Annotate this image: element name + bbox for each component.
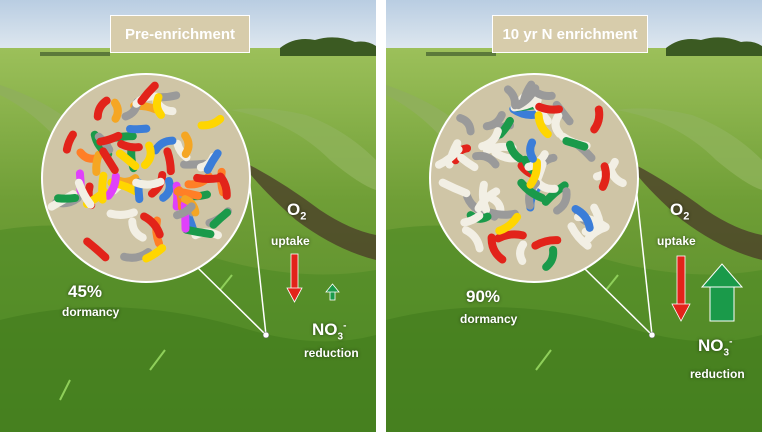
microbe-cell [487, 233, 507, 264]
microbe-cell [461, 226, 484, 253]
microbe-cell [163, 147, 175, 176]
microbe-cell [140, 141, 155, 170]
o2-label: O2 [670, 200, 690, 223]
o2-uptake-arrow [671, 255, 691, 322]
microbe-community-active [47, 81, 232, 263]
no3-reduction-label: reduction [304, 346, 359, 360]
microbe-cell [590, 105, 604, 134]
microbe-cell [534, 111, 552, 139]
no3-label: NO3- [312, 320, 347, 343]
microbe-cell [173, 202, 196, 220]
microbe-cell [110, 98, 122, 123]
microbe-cell [117, 140, 143, 152]
microbe-cell [541, 181, 569, 206]
no3-reduction-arrow [325, 283, 340, 301]
microbe-cell [137, 81, 159, 106]
microbe-cell [216, 172, 231, 200]
microbe-cell [54, 193, 80, 203]
microbe-cell [180, 200, 190, 233]
microbe-cell [173, 187, 203, 200]
microbe-cell [159, 176, 174, 202]
microbe-cell [181, 131, 193, 158]
panel-title: Pre-enrichment [110, 15, 250, 53]
o2-uptake-label: uptake [271, 234, 310, 248]
no3-reduction-label: reduction [690, 367, 745, 381]
microbe-cell [551, 111, 564, 138]
microbe-cell [531, 236, 562, 250]
microbe-cell [128, 217, 147, 242]
microbe-cell [526, 82, 556, 100]
microbe-cell [571, 204, 594, 232]
callout-line-upper [247, 167, 267, 336]
microbe-cell [517, 178, 546, 202]
microbe-cell [83, 237, 110, 262]
microbe-cell [98, 171, 108, 204]
sampling-point [262, 331, 270, 339]
microbe-cell [457, 153, 479, 172]
microbe-cell [598, 162, 610, 191]
callout-line-lower [197, 267, 267, 336]
microbe-cell [526, 138, 537, 163]
dormancy-label: dormancy [62, 305, 120, 319]
microbe-cell [606, 163, 627, 188]
microbe-cell [494, 230, 527, 243]
microbe-cell [438, 178, 471, 198]
microbe-cell [209, 208, 232, 229]
microbe-community-dormant [434, 80, 627, 271]
microbe-cell [182, 225, 215, 239]
microbe-cell [193, 173, 222, 183]
microbe-cell [99, 147, 119, 174]
microbe-cell [460, 211, 484, 227]
o2-label: O2 [287, 200, 307, 223]
microbe-cell [567, 222, 592, 250]
no3-reduction-arrow [700, 263, 744, 322]
dormancy-label: dormancy [460, 312, 518, 326]
microbe-cell [92, 150, 103, 176]
panel-10yr-enrichment: 10 yr N enrichment 90% dormancy O2 uptak… [386, 0, 762, 432]
o2-uptake-label: uptake [657, 234, 696, 248]
microbe-cell [474, 187, 501, 213]
microbe-cell [482, 110, 506, 131]
microbe-cell [140, 212, 164, 239]
marsh-photo-background [386, 0, 762, 432]
microbe-cell [106, 208, 138, 219]
microbe-cell [126, 124, 151, 134]
callout-line-lower [583, 267, 653, 336]
microbe-cell [542, 245, 558, 271]
microbe-cell [96, 131, 123, 146]
microbe-cell [478, 127, 502, 151]
panel-title: 10 yr N enrichment [492, 15, 648, 53]
microbe-cell [472, 151, 500, 169]
dormancy-value: 45% [68, 282, 103, 301]
dormancy-value: 90% [466, 287, 501, 306]
no3-label: NO3- [698, 336, 733, 359]
microbe-cell [142, 244, 167, 263]
microbe-cell [553, 187, 571, 215]
microbe-cell [62, 130, 77, 154]
o2-uptake-arrow [286, 253, 303, 303]
microbe-cell [152, 93, 166, 119]
microbe-cell [151, 136, 177, 155]
microbe-cell [495, 212, 522, 235]
microbe-cell [503, 85, 520, 110]
microbe-cell [456, 114, 475, 136]
microbe-cell [120, 248, 153, 262]
microbe-cell [535, 102, 564, 114]
microbe-cell [526, 158, 541, 189]
microbe-cell [197, 114, 225, 130]
sampling-point [648, 331, 656, 339]
microbe-cell [584, 223, 610, 243]
microbe-cell [104, 172, 120, 200]
panel-pre-enrichment: Pre-enrichment 45% dormancy O2 uptake NO… [0, 0, 376, 432]
microbe-cell [132, 177, 165, 189]
marsh-photo-background [0, 0, 376, 432]
microbe-cell [203, 149, 222, 174]
microbe-cell [115, 149, 140, 171]
microbe-cell [506, 140, 524, 163]
microbe-cell [434, 145, 463, 169]
microbe-cell [93, 96, 111, 121]
microbe-cell [74, 178, 95, 209]
microbe-cell [516, 240, 528, 265]
microbe-cell [562, 137, 589, 151]
